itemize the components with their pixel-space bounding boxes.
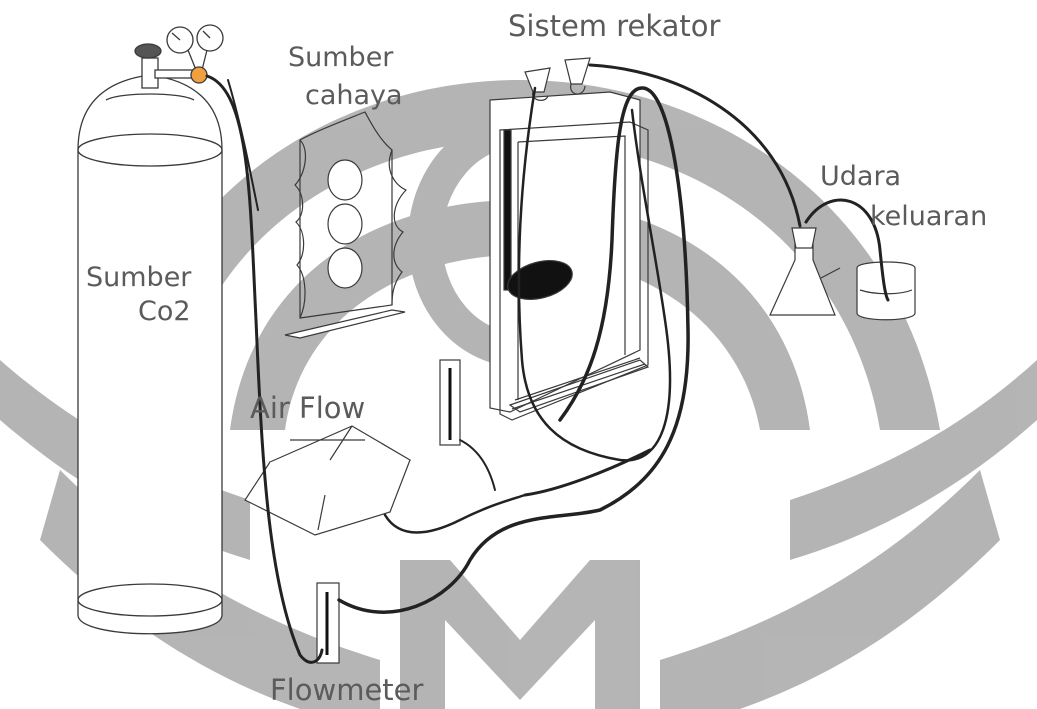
tube-upper-flowmeter-out: [460, 440, 495, 490]
lamp-2: [328, 204, 362, 244]
regulator-valve: [191, 67, 207, 83]
gauge-stem-left: [188, 50, 196, 70]
tube-pump-to-junction: [385, 495, 525, 533]
label-sistem-reaktor: Sistem rekator: [508, 9, 721, 43]
reactor-stopper-right: [565, 58, 590, 84]
lamp-1: [328, 160, 362, 200]
reactor-thermometer: [504, 130, 511, 290]
label-sumber-cahaya-1: Sumber: [288, 42, 394, 73]
label-flowmeter: Flowmeter: [270, 673, 424, 707]
label-sumber-cahaya-2: cahaya: [305, 80, 403, 111]
label-sumber-co2-2: Co2: [138, 296, 191, 327]
gauge-stem-right: [202, 50, 207, 70]
label-udara-1: Udara: [820, 161, 901, 192]
flask-stopper: [792, 228, 816, 248]
co2-cylinder-body: [78, 75, 222, 634]
watermark-center-m: [400, 560, 640, 709]
co2-cylinder: [78, 44, 222, 634]
label-udara-2: keluaran: [870, 201, 987, 232]
label-sumber-co2-1: Sumber: [86, 262, 192, 293]
co2-valve-knob: [135, 44, 161, 58]
lamp-3: [328, 248, 362, 288]
label-air-flow: Air Flow: [250, 391, 365, 425]
